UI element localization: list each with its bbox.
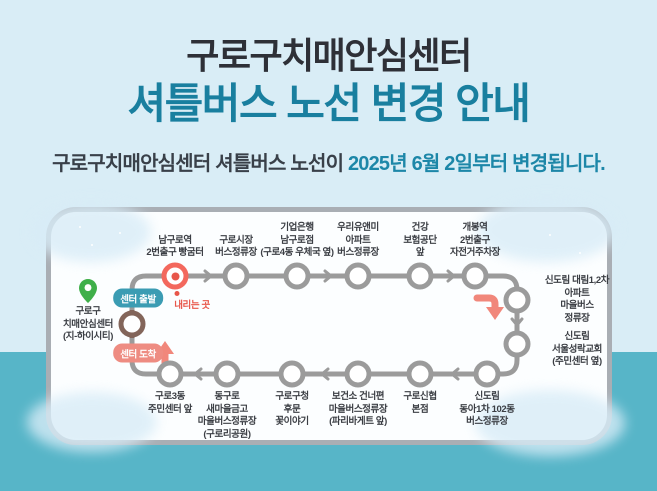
dropoff-dot	[174, 291, 180, 296]
chevron-left-icon	[320, 367, 330, 381]
badge-center-depart: 센터 출발	[113, 288, 163, 308]
stop-node	[406, 262, 434, 290]
route-map: 구로구 치매안심센터 (지-하이시티) 센터 출발 센터 도착 남구로역 2번출…	[46, 207, 612, 445]
chevron-down-icon	[510, 317, 524, 327]
page-title: 구로구치매안심센터	[186, 35, 472, 76]
route-loop-line	[129, 273, 520, 377]
dropoff-label: 내리는 곳	[174, 300, 210, 311]
stop-node	[473, 360, 501, 388]
center-stop: 구로구 치매안심센터 (지-하이시티)	[40, 279, 136, 344]
stop-label: 우리유앤미 아파트 버스정류장	[337, 222, 379, 259]
chevron-left-icon	[193, 367, 203, 381]
description: 구로구치매안심센터 셔틀버스 노선이 2025년 6월 2일부터 변경됩니다.	[0, 147, 657, 176]
stop-node	[283, 262, 311, 290]
route-card: 구로구 치매안심센터 (지-하이시티) 센터 출발 센터 도착 남구로역 2번출…	[27, 198, 625, 456]
stop-label: 기업은행 남구로점 (구로4동 우체국 옆)	[260, 222, 334, 259]
stop-node	[344, 262, 372, 290]
description-prefix: 구로구치매안심센터 셔틀버스 노선이	[52, 152, 348, 175]
page-subtitle: 셔틀버스 노선 변경 안내	[127, 79, 531, 127]
stop-label: 신도림 대림1,2차 아파트 마을버스 정류장	[544, 274, 610, 324]
stop-node	[278, 360, 306, 388]
stop-label: 개봉역 2번출구 자전거주차장	[449, 222, 501, 259]
chevron-right-icon	[203, 269, 213, 283]
description-highlight: 2025년 6월 2일부터 변경됩니다.	[347, 152, 606, 175]
chevron-left-icon	[450, 367, 460, 381]
turn-down-arrow-icon	[473, 294, 504, 320]
cloud-decoration	[27, 392, 157, 452]
stop-label: 건강 보험공단 앞	[403, 222, 437, 259]
center-node	[118, 310, 146, 338]
stop-node	[406, 360, 434, 388]
stop-label: 구로신협 본점	[403, 391, 437, 415]
badge-center-arrive: 센터 도착	[113, 343, 163, 363]
cloud-decoration	[475, 390, 625, 456]
cloud-decoration	[477, 198, 617, 262]
chevron-right-icon	[446, 269, 456, 283]
stop-label: 신도림 동아1차 102동 버스정류장	[459, 391, 515, 428]
stop-node	[503, 330, 531, 358]
stop-label: 신도림 서울성락교회 (주민센터 옆)	[551, 331, 603, 368]
stop-node	[344, 360, 372, 388]
location-pin-icon	[79, 279, 97, 303]
stop-label: 구로3동 주민센터 앞	[148, 391, 192, 415]
stop-node	[461, 262, 489, 290]
stop-node	[156, 360, 184, 388]
center-stop-label: 구로구 치매안심센터 (지-하이시티)	[62, 306, 114, 343]
stop-node	[213, 360, 241, 388]
header: 구로구치매안심센터 셔틀버스 노선 변경 안내 구로구치매안심센터 셔틀버스 노…	[0, 0, 657, 176]
stop-node	[222, 262, 250, 290]
stop-label: 구로시장 버스정류장	[215, 234, 257, 259]
stop-label: 보건소 건너편 마을버스정류장 (파리바게트 앞)	[328, 391, 388, 428]
cloud-decoration	[31, 202, 151, 262]
dropoff-node-dot	[171, 272, 179, 280]
stop-label: 남구로역 2번출구 빵굼터	[146, 234, 204, 259]
stop-node	[503, 286, 531, 314]
sparkle-dots	[79, 226, 81, 228]
stop-label: 동구로 새마을금고 마을버스정류장 (구로리공원)	[197, 391, 257, 440]
direction-chevrons	[193, 269, 524, 381]
chevron-right-icon	[323, 269, 333, 283]
dropoff-stop-node	[161, 262, 189, 290]
stop-label: 구로구청 후문 꽃이야기	[275, 391, 309, 428]
